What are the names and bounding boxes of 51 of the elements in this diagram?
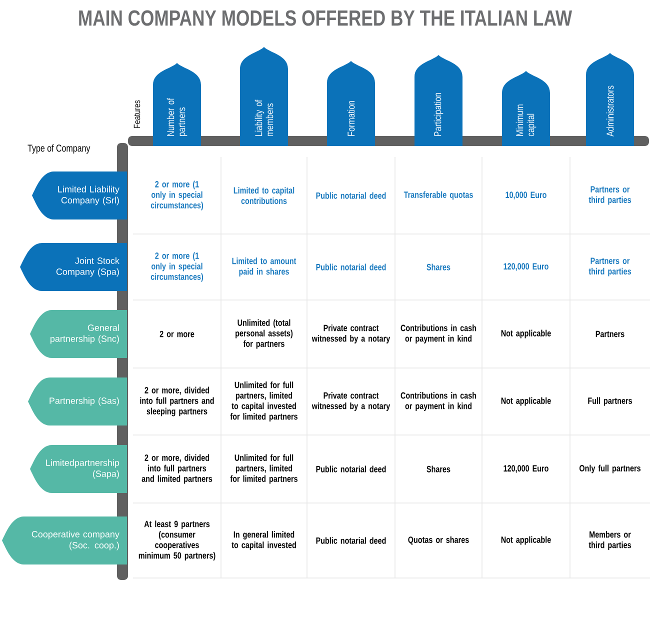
table-cell: Public notarial deed: [316, 466, 386, 472]
table-cell: Unlimited (total personal assets) for partners: [236, 319, 293, 349]
table-cell: Shares: [426, 264, 450, 270]
table-cell: Members or third parties: [588, 531, 631, 550]
table-cell: 2 or more (1 only in special circumstances): [150, 180, 204, 210]
table-cell: 2 or more: [160, 330, 194, 338]
table-cell: Limited to capital contributions: [234, 186, 294, 204]
table-cell: Partners or third parties: [588, 258, 631, 276]
title: MAIN COMPANY MODELS OFFERED BY THE ITALIAN LAW: [79, 10, 572, 26]
table-cell: 120,000 Euro: [504, 263, 548, 271]
table-cell: Public notarial deed: [316, 264, 386, 270]
table-cell: Only full partners: [580, 464, 640, 474]
axis-label: Type of Company: [28, 144, 90, 154]
table-cell: Unlimited for full partners, limited to capital invested for limited partners: [230, 382, 298, 422]
company-tab: Limited Liability Company (Srl): [32, 172, 127, 220]
header-tab: Number of partners: [153, 63, 201, 146]
table-cell: 2 or more, divided into full partners and limited partners: [142, 454, 212, 484]
table-cell: 120,000 Euro: [504, 465, 548, 473]
company-tab: Limitedpartnership (Sapa): [30, 445, 127, 493]
table-cell: Transferable quotas: [404, 191, 473, 200]
table-cell: Shares: [426, 466, 450, 472]
header-tab: Liability of members: [240, 47, 288, 146]
table-cell: 2 or more (1 only in special circumstances): [150, 252, 204, 282]
company-tab: Cooperative company (Soc. coop.): [2, 516, 127, 564]
table-cell: Not applicable: [501, 330, 551, 338]
company-tab: Partnership (Sas): [28, 378, 127, 426]
table-cell: Unlimited for full partners, limited for limited partners: [230, 454, 298, 484]
table-cell: Private contract witnessed by a notary: [312, 392, 390, 411]
table-cell: In general limited to capital invested: [232, 531, 296, 550]
table-cell: Full partners: [588, 397, 632, 406]
table-cell: Contributions in cash or payment in kind: [400, 324, 476, 344]
header-tab: Formation: [327, 61, 375, 146]
table-cell: Partners or third parties: [588, 186, 631, 205]
company-tab: Joint Stock Company (Spa): [20, 243, 127, 291]
table-cell: Contributions in cash or payment in kind: [400, 392, 476, 411]
table-cell: 10,000 Euro: [506, 192, 546, 200]
header-tab: Participation: [414, 55, 462, 146]
header-tab: Administrators: [586, 53, 634, 146]
table-cell: 2 or more, divided into full partners and sleeping partners: [140, 386, 214, 416]
table-cell: Public notarial deed: [316, 192, 386, 199]
header-tab: Minimum capital: [502, 71, 550, 146]
axis-label: Features: [134, 100, 140, 128]
table-cell: Limited to amount paid in shares: [232, 258, 296, 276]
table-cell: Private contract witnessed by a notary: [312, 324, 390, 344]
table-cell: Not applicable: [501, 536, 551, 545]
table-cell: At least 9 partners (consumer cooperatives minimum 50 partners): [138, 520, 216, 560]
table-cell: Partners: [596, 330, 624, 338]
table-cell: Quotas or shares: [408, 536, 469, 545]
company-tab: General partnership (Snc): [30, 310, 127, 358]
table-cell: Public notarial deed: [316, 537, 386, 544]
table-cell: Not applicable: [501, 397, 551, 406]
